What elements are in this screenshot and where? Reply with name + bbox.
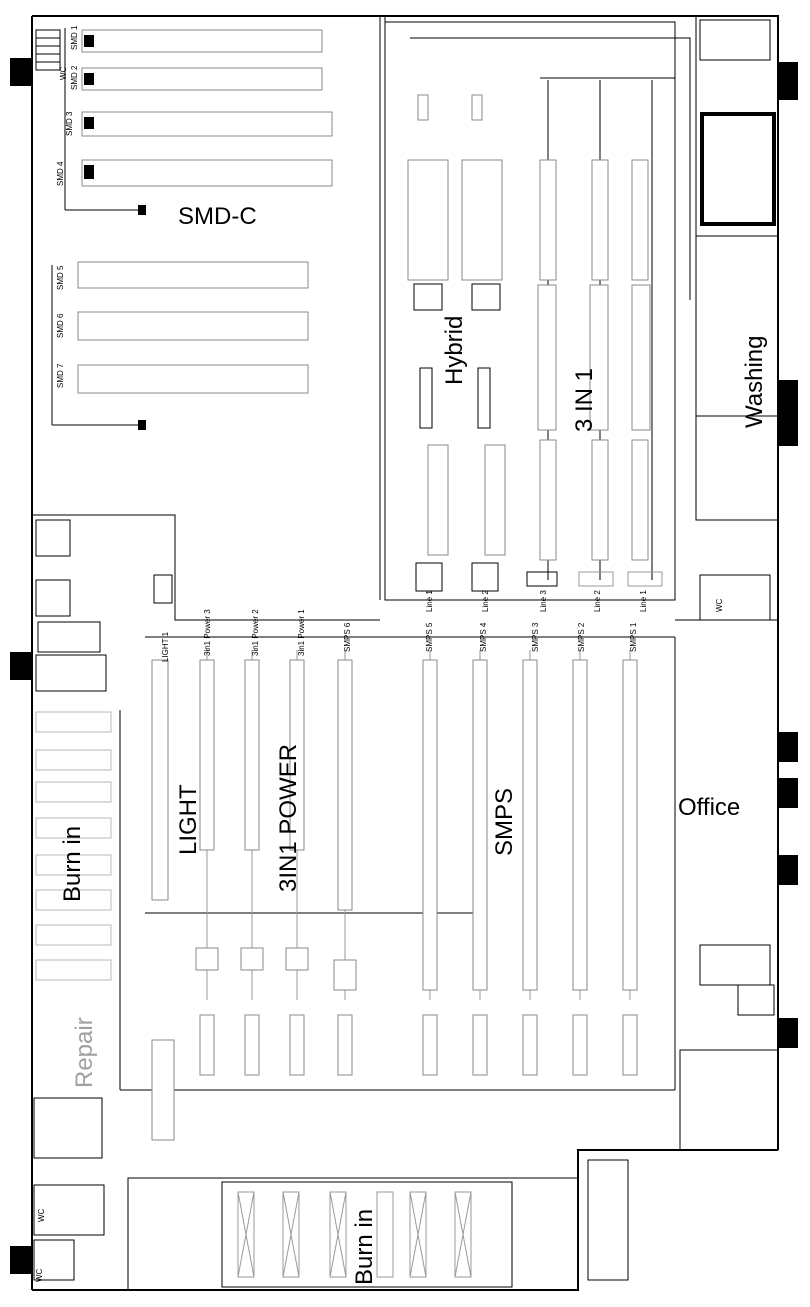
label-smps: SMPS xyxy=(491,788,518,856)
restroom-bottom-left xyxy=(33,1097,105,1281)
lower-line-label: SMPS 6 xyxy=(343,622,352,652)
wc-label: WC xyxy=(715,598,724,612)
label-smd-c: SMD-C xyxy=(178,203,257,230)
label-3in1-power: 3IN1 POWER xyxy=(275,744,302,892)
upper-line-label: Line 3 xyxy=(539,590,548,612)
smd-line-label: SMD 3 xyxy=(65,111,74,136)
left-middle-rooms xyxy=(32,514,380,692)
label-hybrid: Hybrid xyxy=(441,316,468,385)
upper-line-label: Line 1 xyxy=(639,590,648,612)
upper-right-region xyxy=(384,21,691,601)
label-3-in-1: 3 IN 1 xyxy=(571,368,598,432)
lower-line-label: SMPS 2 xyxy=(577,622,586,652)
smd-line-label: SMD 2 xyxy=(70,65,79,90)
upper-line-label: Line 2 xyxy=(481,590,490,612)
lower-line-label: LIGHT 1 xyxy=(161,631,170,662)
burn-in-left-racks xyxy=(35,711,112,981)
lower-main-area xyxy=(119,636,676,1141)
wc-label: WC xyxy=(35,1268,44,1282)
right-side-rooms xyxy=(587,16,779,1281)
label-washing: Washing xyxy=(741,336,768,428)
lower-line-label: SMPS 1 xyxy=(629,622,638,652)
wc-label: WC xyxy=(37,1208,46,1222)
lower-line-label: 3in1 Power 1 xyxy=(297,609,306,656)
lower-line-label: SMPS 3 xyxy=(531,622,540,652)
smd-area xyxy=(51,28,333,430)
label-repair: Repair xyxy=(71,1017,98,1088)
lower-line-label: SMPS 5 xyxy=(425,622,434,652)
smd-line-label: SMD 5 xyxy=(56,265,65,290)
upper-line-label: Line 2 xyxy=(593,590,602,612)
smd-line-label: SMD 4 xyxy=(56,161,65,186)
smd-line-label: SMD 1 xyxy=(70,25,79,50)
label-office: Office xyxy=(678,794,740,821)
upper-line-label: Line 1 xyxy=(425,590,434,612)
burn-in-bottom-area xyxy=(127,1177,578,1290)
structural-columns xyxy=(10,58,798,1274)
smd-line-label: SMD 7 xyxy=(56,363,65,388)
lower-line-label: SMPS 4 xyxy=(479,622,488,652)
lower-line-label: 3in1 Power 3 xyxy=(203,609,212,656)
wc-label: WC xyxy=(59,66,68,80)
label-burn-in-bottom: Burn in xyxy=(351,1209,378,1285)
smd-line-label: SMD 6 xyxy=(56,313,65,338)
label-burn-in-left: Burn in xyxy=(59,826,86,902)
label-light: LIGHT xyxy=(175,784,202,855)
lower-line-label: 3in1 Power 2 xyxy=(251,609,260,656)
stairs-top-left xyxy=(35,29,61,71)
